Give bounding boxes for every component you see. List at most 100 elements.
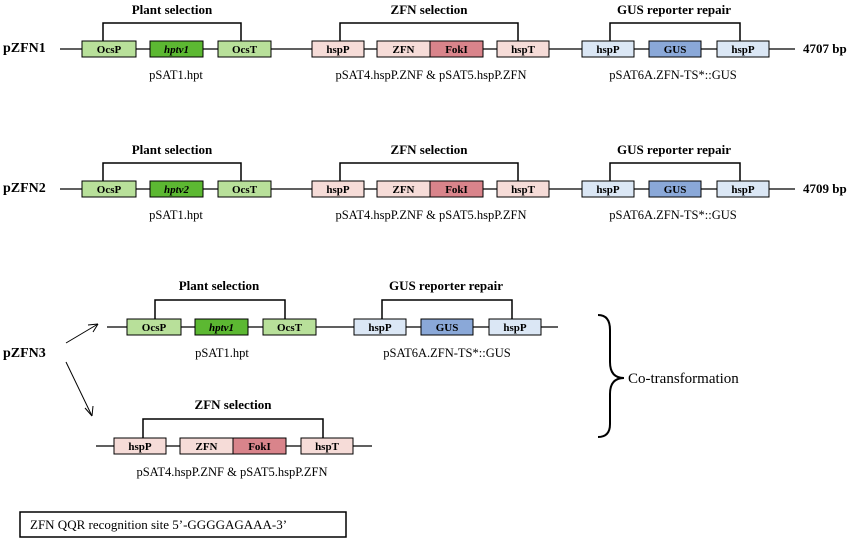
box-hspt bbox=[300, 437, 354, 455]
bracket-gus-reporter bbox=[609, 22, 741, 41]
bracket-zfn-selection bbox=[339, 22, 519, 41]
construct-size-pzfn1: 4707 bp bbox=[803, 41, 847, 56]
box-label-hspp: hspP bbox=[503, 322, 527, 334]
box-ocst bbox=[217, 180, 272, 198]
box-label-hspp: hspP bbox=[731, 184, 755, 196]
cotransformation-brace bbox=[597, 314, 625, 438]
construct-pzfn3: pZFN3 Plant selection OcsP hptv1 OcsT pS… bbox=[3, 278, 739, 479]
box-label-hspp: hspP bbox=[326, 44, 350, 56]
box-label-hspp: hspP bbox=[596, 184, 620, 196]
plasmid-label-psat4-psat5: pSAT4.hspP.ZNF & pSAT5.hspP.ZFN bbox=[335, 208, 526, 222]
box-gus bbox=[648, 40, 702, 58]
arrow-line bbox=[65, 361, 93, 417]
box-label-hptv1: hptv1 bbox=[209, 322, 234, 334]
group-title-gus-reporter: GUS reporter repair bbox=[389, 278, 503, 293]
box-hspp bbox=[488, 318, 542, 336]
construct-name-pzfn2: pZFN2 bbox=[3, 181, 46, 196]
plasmid-label-psat1: pSAT1.hpt bbox=[149, 68, 203, 82]
arrow-head bbox=[84, 405, 94, 417]
box-ocst bbox=[262, 318, 317, 336]
box-hspp bbox=[113, 437, 167, 455]
box-label-foki: FokI bbox=[445, 184, 468, 196]
box-label-hspt: hspT bbox=[511, 44, 536, 56]
box-label-hspt: hspT bbox=[511, 184, 536, 196]
recognition-site-frame bbox=[19, 511, 347, 538]
bracket-plant-selection bbox=[154, 299, 286, 319]
box-hspt bbox=[496, 180, 550, 198]
box-label-ocsp: OcsP bbox=[97, 44, 122, 56]
box-gus bbox=[648, 180, 702, 198]
box-label-hptv1: hptv1 bbox=[164, 44, 189, 56]
box-label-ocst: OcsT bbox=[277, 322, 303, 334]
box-hspp bbox=[581, 40, 635, 58]
box-label-hspp: hspP bbox=[731, 44, 755, 56]
box-foki bbox=[429, 180, 484, 198]
box-hspp bbox=[311, 40, 365, 58]
bracket-plant-selection bbox=[102, 162, 242, 181]
box-foki bbox=[429, 40, 484, 58]
plasmid-label-psat4-psat5: pSAT4.hspP.ZNF & pSAT5.hspP.ZFN bbox=[335, 68, 526, 82]
plasmid-label-psat4-psat5: pSAT4.hspP.ZNF & pSAT5.hspP.ZFN bbox=[136, 465, 327, 479]
group-title-zfn-selection: ZFN selection bbox=[391, 142, 469, 157]
arrow-line bbox=[65, 323, 99, 344]
box-label-ocsp: OcsP bbox=[97, 184, 122, 196]
bracket-plant-selection bbox=[102, 22, 242, 41]
box-hptv2 bbox=[149, 180, 204, 198]
group-title-plant-selection: Plant selection bbox=[132, 142, 213, 157]
group-title-gus-reporter: GUS reporter repair bbox=[617, 142, 731, 157]
bracket-zfn-selection bbox=[142, 418, 324, 438]
box-label-hspt: hspT bbox=[315, 441, 340, 453]
box-label-zfn: ZFN bbox=[393, 44, 415, 56]
box-label-hspp: hspP bbox=[596, 44, 620, 56]
box-label-ocsp: OcsP bbox=[142, 322, 167, 334]
plasmid-label-psat6a: pSAT6A.ZFN-TS*::GUS bbox=[383, 346, 510, 360]
recognition-site-text: ZFN QQR recognition site 5’-GGGGAGAAA-3’ bbox=[30, 517, 287, 532]
recognition-site-box: ZFN QQR recognition site 5’-GGGGAGAAA-3’ bbox=[19, 511, 347, 538]
box-gus bbox=[420, 318, 474, 336]
construct-pzfn2: pZFN2 4709 bp Plant selection OcsP hptv2… bbox=[3, 142, 847, 222]
box-ocsp bbox=[126, 318, 182, 336]
construct-name-pzfn1: pZFN1 bbox=[3, 41, 46, 56]
group-title-plant-selection: Plant selection bbox=[179, 278, 260, 293]
box-ocsp bbox=[81, 180, 137, 198]
plasmid-label-psat6a: pSAT6A.ZFN-TS*::GUS bbox=[609, 208, 736, 222]
box-label-hspp: hspP bbox=[326, 184, 350, 196]
box-hspp bbox=[353, 318, 407, 336]
construct-size-pzfn2: 4709 bp bbox=[803, 181, 847, 196]
box-label-gus: GUS bbox=[664, 184, 687, 196]
box-label-hspp: hspP bbox=[368, 322, 392, 334]
bracket-gus-reporter bbox=[381, 299, 513, 319]
box-ocsp bbox=[81, 40, 137, 58]
box-label-zfn: ZFN bbox=[393, 184, 415, 196]
box-label-ocst: OcsT bbox=[232, 44, 258, 56]
bracket-zfn-selection bbox=[339, 162, 519, 181]
bracket-gus-reporter bbox=[609, 162, 741, 181]
plasmid-label-psat6a: pSAT6A.ZFN-TS*::GUS bbox=[609, 68, 736, 82]
box-label-foki: FokI bbox=[248, 441, 271, 453]
box-label-foki: FokI bbox=[445, 44, 468, 56]
construct-name-pzfn3: pZFN3 bbox=[3, 346, 46, 361]
box-hspp bbox=[311, 180, 365, 198]
box-label-zfn: ZFN bbox=[196, 441, 218, 453]
group-title-gus-reporter: GUS reporter repair bbox=[617, 2, 731, 17]
plasmid-label-psat1: pSAT1.hpt bbox=[195, 346, 249, 360]
plasmid-label-psat1: pSAT1.hpt bbox=[149, 208, 203, 222]
box-hspp bbox=[716, 40, 770, 58]
group-title-zfn-selection: ZFN selection bbox=[195, 397, 273, 412]
arrow-head bbox=[87, 323, 99, 333]
box-label-hptv2: hptv2 bbox=[164, 184, 190, 196]
box-foki bbox=[232, 437, 287, 455]
box-ocst bbox=[217, 40, 272, 58]
box-hptv1 bbox=[194, 318, 249, 336]
group-title-plant-selection: Plant selection bbox=[132, 2, 213, 17]
box-label-ocst: OcsT bbox=[232, 184, 258, 196]
box-hptv1 bbox=[149, 40, 204, 58]
box-label-gus: GUS bbox=[436, 322, 459, 334]
box-label-hspp: hspP bbox=[128, 441, 152, 453]
box-hspt bbox=[496, 40, 550, 58]
box-label-gus: GUS bbox=[664, 44, 687, 56]
box-hspp bbox=[581, 180, 635, 198]
box-hspp bbox=[716, 180, 770, 198]
